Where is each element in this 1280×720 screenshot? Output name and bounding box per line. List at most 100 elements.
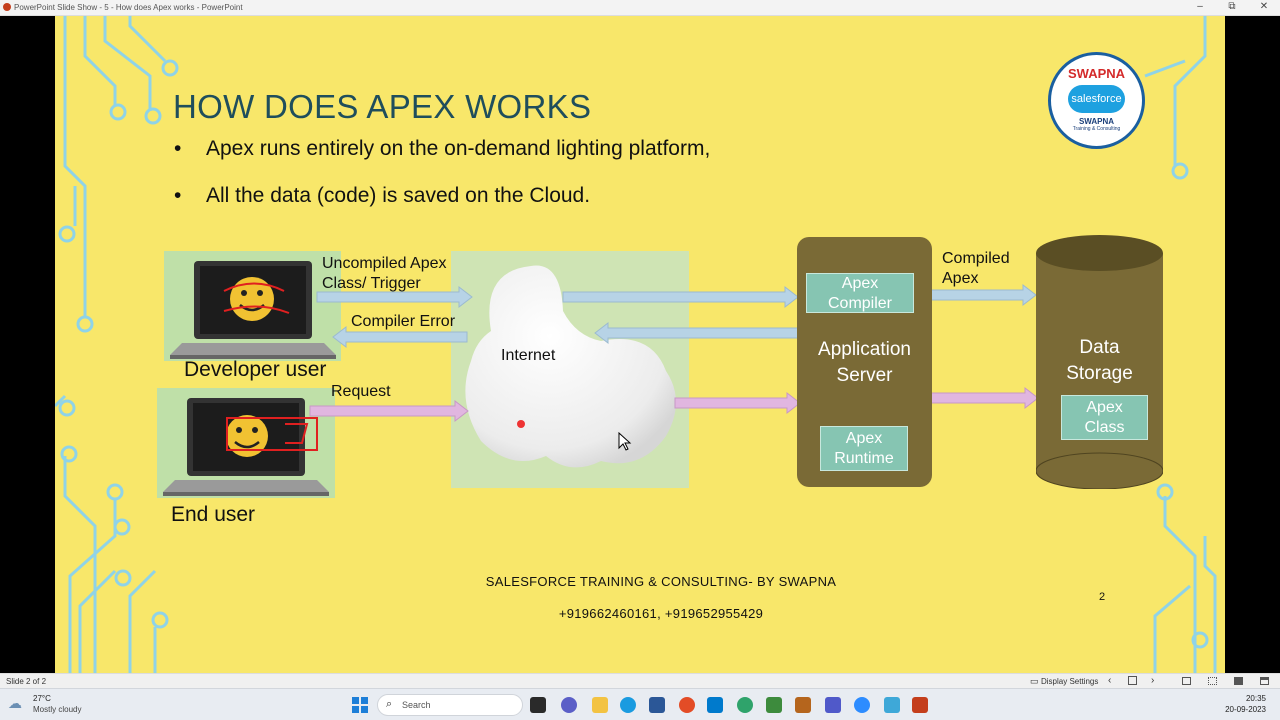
data-storage-line2: Storage: [1066, 363, 1133, 384]
powerpoint-icon: [3, 3, 11, 11]
slide: SWAPNA salesforce SWAPNA Training & Cons…: [55, 16, 1225, 673]
bullet-1: • Apex runs entirely on the on-demand li…: [174, 137, 711, 161]
powerpoint-taskbar-icon[interactable]: [912, 697, 928, 713]
developer-user-label: Developer user: [184, 358, 327, 381]
close-button[interactable]: ✕: [1259, 1, 1269, 12]
uncompiled-label: Uncompiled Apex Class/ Trigger: [322, 254, 447, 294]
next-slide-button[interactable]: ›: [1151, 675, 1155, 686]
normal-view-icon[interactable]: [1182, 677, 1191, 685]
developer-laptop-image: [164, 251, 341, 361]
window-titlebar: PowerPoint Slide Show - 5 - How does Ape…: [0, 0, 1280, 16]
apex-compiler-line1: Apex: [841, 275, 879, 292]
apex-compiler-line2: Compiler: [827, 295, 892, 312]
slide-indicator: Slide 2 of 2: [6, 677, 47, 686]
apex-class-line2: Class: [1084, 419, 1125, 436]
weather-cloud-icon: ☁: [8, 695, 22, 711]
task-view-icon[interactable]: [530, 697, 546, 713]
store-icon[interactable]: [649, 697, 665, 713]
circuit-decoration: [55, 16, 1217, 673]
apex-compiler-box: Apex Compiler: [806, 273, 914, 313]
clock-time[interactable]: 20:35: [1245, 694, 1266, 703]
sorter-view-icon[interactable]: [1208, 677, 1217, 685]
slide-title: HOW DOES APEX WORKS: [173, 88, 592, 125]
chrome-icon[interactable]: [679, 697, 695, 713]
taskbar-search-box[interactable]: ⌕ Search: [377, 694, 523, 716]
uncompiled-label-line1: Uncompiled Apex: [322, 255, 447, 272]
internet-label: Internet: [501, 347, 556, 364]
vscode-icon[interactable]: [707, 697, 723, 713]
swapna-logo: SWAPNA salesforce SWAPNA Training & Cons…: [1048, 52, 1145, 149]
compiled-label-line1: Compiled: [942, 250, 1010, 267]
sublime-icon[interactable]: [795, 697, 811, 713]
weather-temp[interactable]: 27°C: [33, 694, 51, 703]
mouse-cursor-icon: [618, 432, 632, 451]
server-to-internet-arrow: [594, 321, 799, 345]
bullet-dot: •: [174, 184, 182, 207]
minimize-button[interactable]: –: [1197, 1, 1203, 12]
footer-line-1: SALESFORCE TRAINING & CONSULTING- BY SWA…: [485, 574, 837, 589]
previous-slide-button[interactable]: ‹: [1108, 675, 1112, 686]
bullet-2: • All the data (code) is saved on the Cl…: [174, 184, 591, 208]
bullet-1-text: Apex runs entirely on the on-demand ligh…: [206, 137, 711, 160]
chatgpt-icon[interactable]: [737, 697, 753, 713]
bullet-dot: •: [174, 137, 182, 160]
file-explorer-icon[interactable]: [592, 697, 608, 713]
zoom-icon[interactable]: [854, 697, 870, 713]
compiled-arrow: [924, 283, 1037, 307]
display-settings-button[interactable]: Display Settings: [1041, 677, 1099, 686]
application-server-box: Apex Compiler Application Server Apex Ru…: [797, 237, 932, 487]
slide-number: 2: [1099, 591, 1106, 603]
edge-icon[interactable]: [620, 697, 636, 713]
reading-view-icon[interactable]: [1234, 677, 1243, 685]
compiled-apex-label: Compiled Apex: [942, 249, 1010, 289]
footer-line-2: +919662460161, +919652955429: [558, 606, 764, 621]
search-icon: ⌕: [386, 698, 393, 710]
end-user-laptop-image: [157, 388, 335, 498]
windows-start-icon[interactable]: [352, 697, 368, 713]
weather-desc[interactable]: Mostly cloudy: [33, 705, 82, 714]
app-icon[interactable]: [884, 697, 900, 713]
taskbar: ☁ 27°C Mostly cloudy ⌕ Search 20:35 20-0…: [0, 688, 1280, 720]
notepad-icon[interactable]: [766, 697, 782, 713]
display-settings-icon: ▭: [1030, 676, 1039, 686]
window-title: PowerPoint Slide Show - 5 - How does Ape…: [14, 3, 243, 12]
app-server-line2: Server: [836, 365, 893, 386]
apex-runtime-line2: Runtime: [834, 450, 894, 467]
apex-runtime-line1: Apex: [845, 430, 883, 447]
logo-sub-text: Training & Consulting: [1072, 126, 1121, 132]
salesforce-cloud-icon: salesforce: [1068, 85, 1125, 113]
apex-class-line1: Apex: [1086, 399, 1123, 416]
flow-arrows: [309, 283, 1039, 423]
chat-icon[interactable]: [561, 697, 577, 713]
internet-to-server-arrow: [562, 285, 799, 309]
uncompiled-arrow: [316, 285, 473, 309]
server-to-storage-arrow: [930, 386, 1039, 410]
uncompiled-label-line2: Class/ Trigger: [322, 275, 421, 292]
compiler-error-label: Compiler Error: [351, 313, 456, 330]
teams-icon[interactable]: [825, 697, 841, 713]
bullet-2-text: All the data (code) is saved on the Clou…: [206, 184, 591, 207]
apex-runtime-box: Apex Runtime: [820, 426, 908, 471]
compiler-error-arrow: [332, 325, 468, 349]
application-server-label: Application Server: [797, 337, 932, 389]
slideshow-view-icon[interactable]: [1260, 677, 1269, 685]
logo-bottom-text: SWAPNA: [1078, 117, 1115, 126]
compiled-label-line2: Apex: [942, 270, 979, 287]
request-arrow: [309, 399, 469, 423]
search-placeholder: Search: [402, 700, 431, 710]
restore-button[interactable]: ⧉: [1228, 1, 1236, 12]
slideshow-statusbar: Slide 2 of 2 ▭ Display Settings ‹ ›: [0, 673, 1280, 688]
end-user-label: End user: [171, 503, 256, 526]
pointer-dot: [517, 420, 525, 428]
clock-date[interactable]: 20-09-2023: [1225, 705, 1266, 714]
internet-cloud: [451, 251, 689, 488]
data-storage-line1: Data: [1079, 337, 1120, 358]
app-server-line1: Application: [818, 339, 911, 360]
apex-class-box: Apex Class: [1061, 395, 1148, 440]
request-label: Request: [331, 383, 391, 400]
logo-top-text: SWAPNA: [1067, 66, 1126, 81]
slide-sorter-icon[interactable]: [1128, 676, 1137, 685]
data-storage-cylinder: Data Storage Apex Class: [1036, 235, 1163, 489]
request-to-server-arrow: [674, 391, 801, 415]
data-storage-label: Data Storage: [1036, 335, 1163, 387]
